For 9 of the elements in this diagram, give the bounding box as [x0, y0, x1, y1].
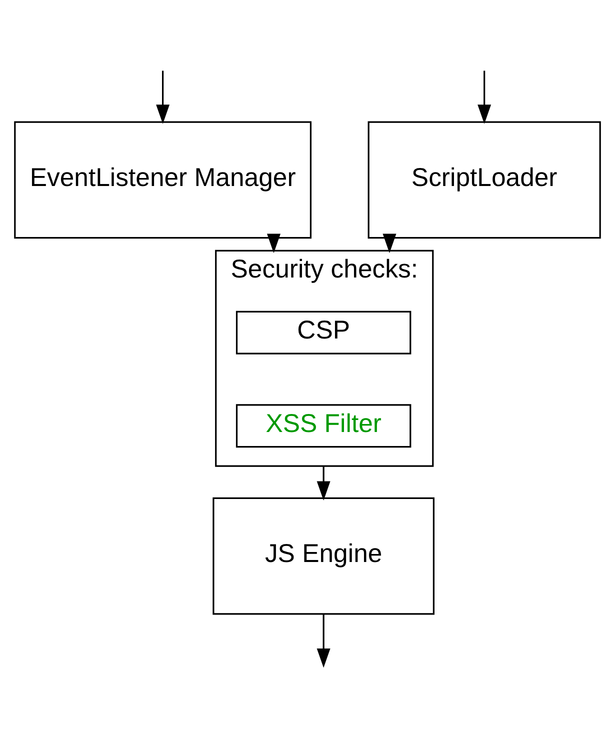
arrow — [316, 466, 330, 501]
arrow — [156, 70, 170, 124]
arrow — [266, 234, 280, 254]
arrow — [316, 614, 330, 668]
node-box: JS Engine — [212, 497, 434, 615]
node-box: XSS Filter — [236, 404, 412, 448]
arrow — [478, 70, 492, 124]
node-box: CSP — [236, 310, 412, 354]
arrow — [382, 234, 396, 254]
